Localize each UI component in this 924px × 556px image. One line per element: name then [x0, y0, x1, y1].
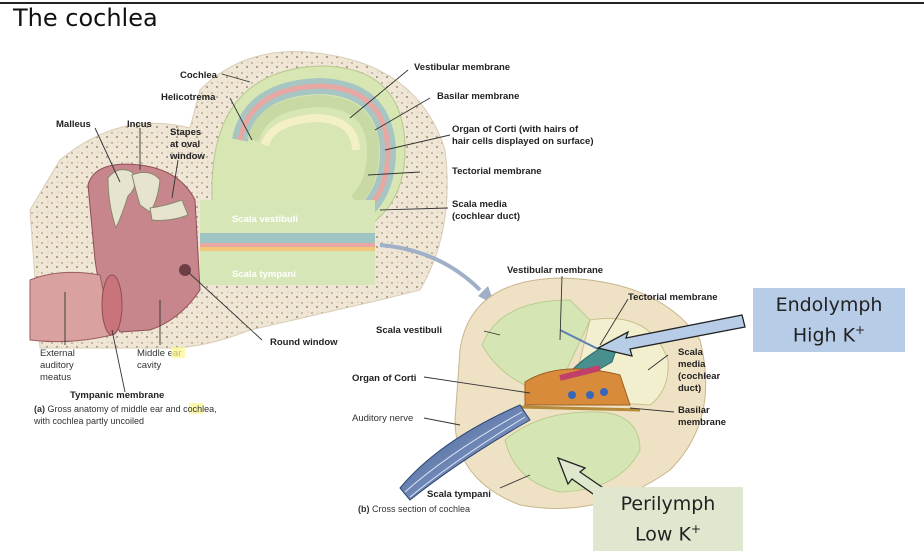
highlight-ear-2 — [189, 403, 203, 414]
label-scala-vestibuli-b: Scala vestibuli — [376, 325, 442, 336]
label-external-3: meatus — [40, 372, 71, 383]
top-rule — [0, 2, 924, 4]
label-scala-tympani-a: Scala tympani — [232, 269, 296, 280]
external-auditory-meatus — [29, 271, 113, 343]
scala-tympani-canal — [200, 251, 375, 285]
label-organ-corti-a-1: Organ of Corti (with hairs of — [452, 124, 579, 135]
caption-a-line2: with cochlea partly uncoiled — [33, 416, 144, 426]
tympanic-membrane-shape — [101, 274, 123, 336]
incus-bone — [131, 171, 161, 213]
perilymph-potassium: Low K+ — [635, 522, 701, 546]
label-external-1: External — [40, 348, 75, 359]
label-scala-media-a-1: Scala media — [452, 199, 508, 210]
label-tectorial-membrane-a: Tectorial membrane — [452, 166, 542, 177]
label-external-2: auditory — [40, 360, 74, 371]
endolymph-callout: Endolymph High K+ — [753, 288, 905, 352]
slide-title: The cochlea — [13, 4, 158, 32]
label-vestibular-membrane-a: Vestibular membrane — [414, 62, 510, 73]
endolymph-arrow — [596, 314, 746, 357]
label-auditory-nerve: Auditory nerve — [352, 413, 413, 424]
organ-corti-b — [524, 368, 631, 406]
scala-tympani-b — [504, 411, 641, 493]
label-scala-media-b-2: media — [678, 359, 706, 370]
label-scala-media-b-3: (cochlear — [678, 371, 721, 382]
endolymph-label: Endolymph — [775, 294, 883, 316]
caption-b: (b) Cross section of cochlea — [358, 504, 470, 514]
caption-a-line1: (a) Gross anatomy of middle ear and coch… — [34, 404, 217, 414]
label-organ-corti-b: Organ of Corti — [352, 373, 416, 384]
label-round-window: Round window — [270, 337, 338, 348]
label-scala-media-a-2: (cochlear duct) — [452, 211, 520, 222]
label-basilar-b-1: Basilar — [678, 405, 710, 416]
perilymph-callout: Perilymph Low K+ — [593, 487, 743, 551]
label-cochlea: Cochlea — [180, 70, 218, 81]
stapes-bone — [149, 199, 189, 221]
auditory-nerve — [399, 404, 531, 501]
figure-a: Cochlea Helicotrema Malleus Incus Stapes… — [29, 51, 594, 426]
label-malleus: Malleus — [56, 119, 91, 130]
round-window-shape — [179, 264, 191, 276]
label-vestibular-membrane-b: Vestibular membrane — [507, 265, 603, 276]
label-middle-ear-2: cavity — [137, 360, 162, 371]
label-scala-tympani-b: Scala tympani — [427, 489, 491, 500]
malleus-bone — [107, 169, 136, 230]
vestibular-membrane-b — [559, 329, 601, 351]
label-scala-media-b-4: duct) — [678, 383, 701, 394]
label-stapes-1: Stapes — [170, 127, 201, 138]
endolymph-potassium: High K+ — [792, 323, 866, 347]
label-stapes-2: at oval — [170, 139, 200, 150]
figure-b: Vestibular membrane Tectorial membrane S… — [352, 265, 746, 514]
label-scala-vestibuli-a: Scala vestibuli — [232, 214, 298, 225]
scala-vestibuli-canal — [200, 200, 375, 234]
label-scala-media-b-1: Scala — [678, 347, 704, 358]
basilar-membrane-b — [519, 405, 641, 412]
label-tympanic-membrane: Tympanic membrane — [70, 390, 164, 401]
label-basilar-membrane-a: Basilar membrane — [437, 91, 519, 102]
label-basilar-b-2: membrane — [678, 417, 726, 428]
label-organ-corti-a-2: hair cells displayed on surface) — [452, 136, 594, 147]
highlight-ear-1 — [171, 347, 185, 358]
label-incus: Incus — [127, 119, 152, 130]
perilymph-label: Perilymph — [620, 493, 716, 515]
label-tectorial-membrane-b: Tectorial membrane — [628, 292, 718, 303]
label-helicotrema: Helicotrema — [161, 92, 216, 103]
label-stapes-3: window — [169, 151, 205, 162]
